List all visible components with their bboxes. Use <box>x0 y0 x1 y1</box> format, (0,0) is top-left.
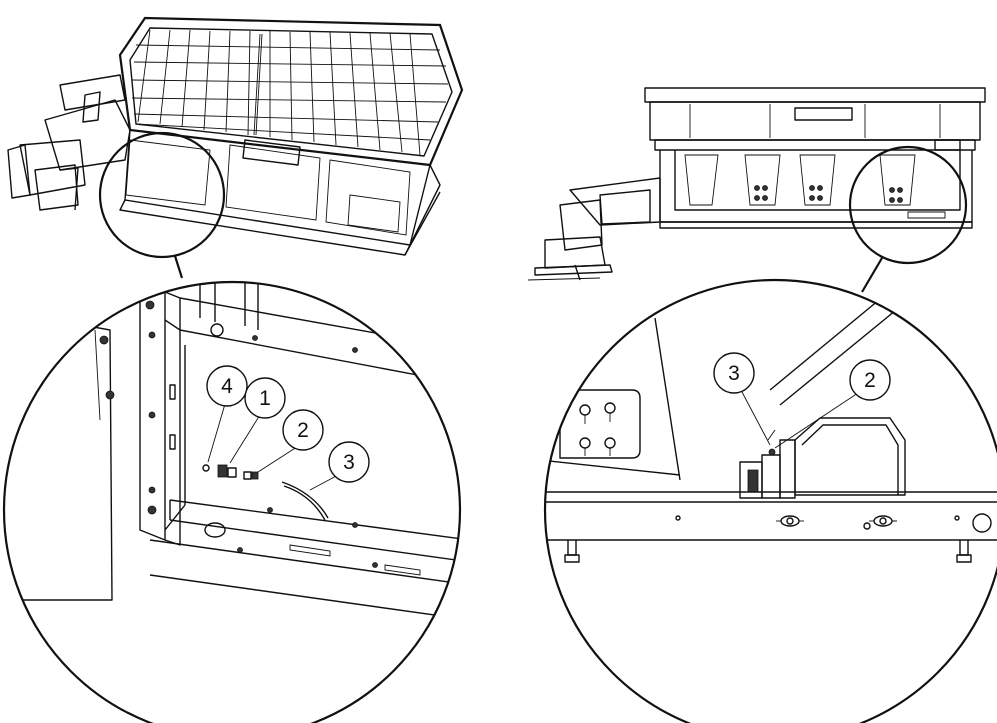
right-detail-view <box>543 278 997 723</box>
right-callout-2-label: 2 <box>864 369 876 392</box>
left-callout-2: 2 <box>282 409 324 451</box>
left-callout-4-label: 4 <box>221 375 233 398</box>
left-callout-2-label: 2 <box>297 419 309 442</box>
right-spreader-overview <box>527 87 986 281</box>
left-zoom-connector <box>173 255 184 279</box>
right-zoom-source-circle <box>848 145 968 265</box>
left-callout-3: 3 <box>328 441 370 483</box>
left-zoom-source-circle <box>98 131 226 259</box>
right-zoom-connector <box>861 257 883 293</box>
left-callout-4: 4 <box>206 365 248 407</box>
left-callout-1-label: 1 <box>259 387 271 410</box>
left-callout-3-label: 3 <box>343 451 355 474</box>
left-callout-1: 1 <box>244 377 286 419</box>
right-callout-3: 3 <box>713 352 755 394</box>
right-callout-3-label: 3 <box>728 362 740 385</box>
right-callout-2: 2 <box>849 359 891 401</box>
left-spreader-overview <box>7 16 464 256</box>
left-detail-view <box>2 280 462 723</box>
